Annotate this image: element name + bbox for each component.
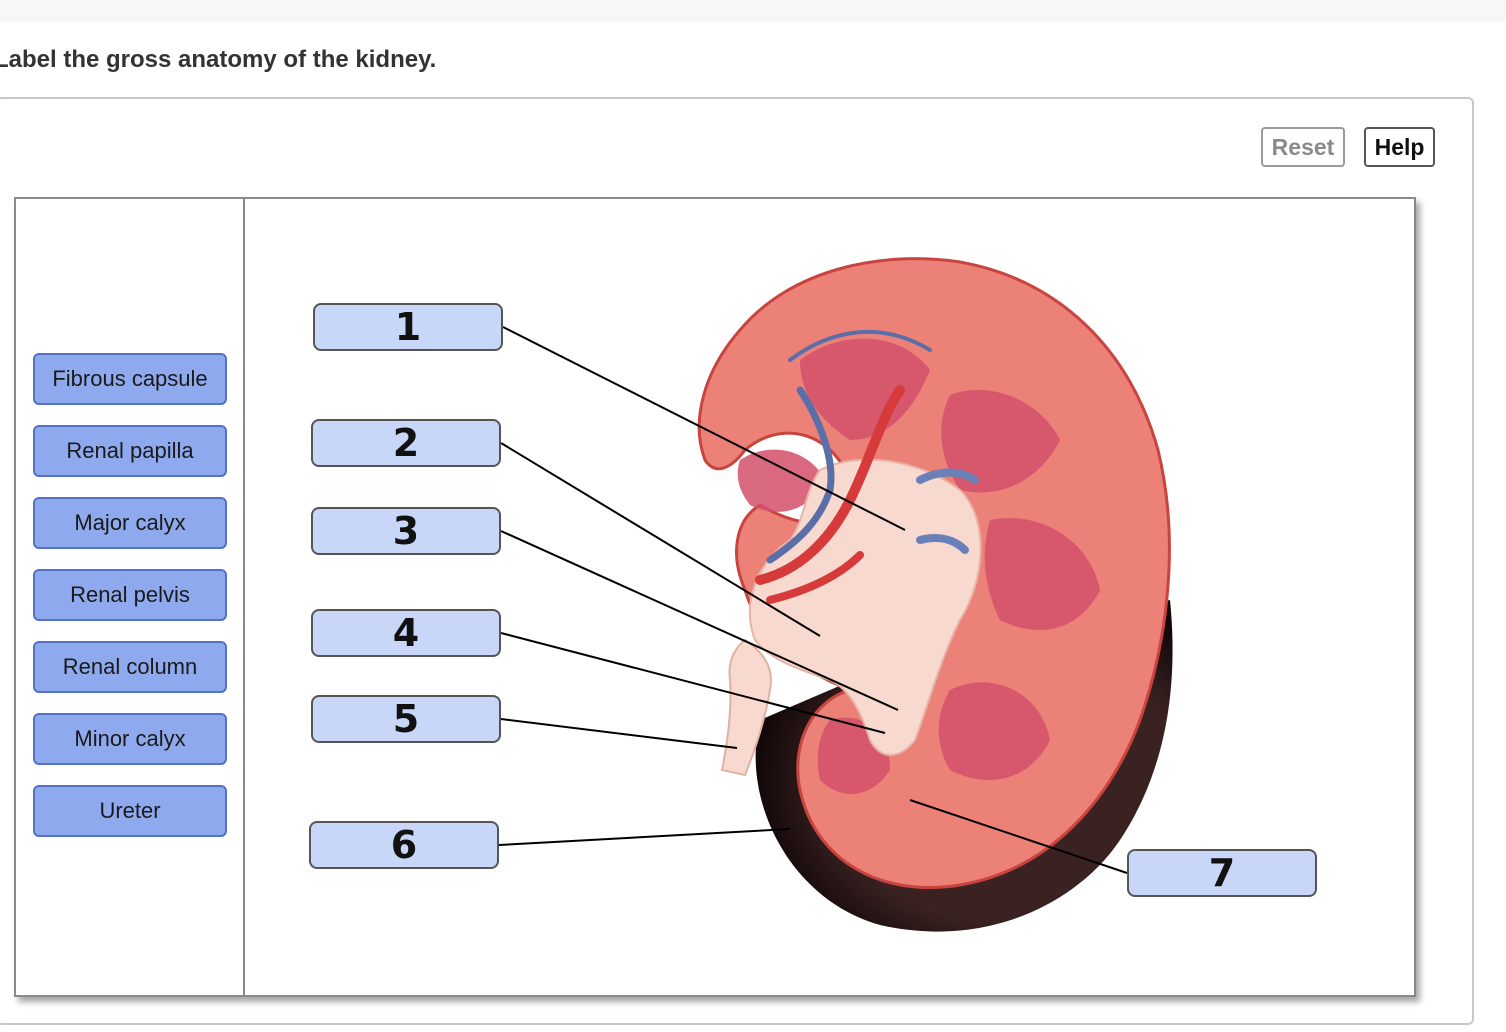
drop-target-2[interactable]: 2	[311, 419, 501, 467]
drop-target-3[interactable]: 3	[311, 507, 501, 555]
question-text: Label the gross anatomy of the kidney.	[0, 46, 437, 73]
drop-target-1[interactable]: 1	[313, 303, 503, 351]
drop-target-5[interactable]: 5	[311, 695, 501, 743]
drop-target-4[interactable]: 4	[311, 609, 501, 657]
label-major-calyx[interactable]: Major calyx	[33, 497, 227, 549]
label-ureter[interactable]: Ureter	[33, 785, 227, 837]
label-renal-pelvis[interactable]: Renal pelvis	[33, 569, 227, 621]
drop-target-6[interactable]: 6	[309, 821, 499, 869]
top-bar	[0, 0, 1506, 22]
help-button[interactable]: Help	[1364, 127, 1435, 167]
label-minor-calyx[interactable]: Minor calyx	[33, 713, 227, 765]
label-renal-column[interactable]: Renal column	[33, 641, 227, 693]
label-renal-papilla[interactable]: Renal papilla	[33, 425, 227, 477]
drop-target-7[interactable]: 7	[1127, 849, 1317, 897]
reset-button[interactable]: Reset	[1261, 127, 1345, 167]
label-fibrous-capsule[interactable]: Fibrous capsule	[33, 353, 227, 405]
label-bank-divider	[243, 197, 245, 997]
